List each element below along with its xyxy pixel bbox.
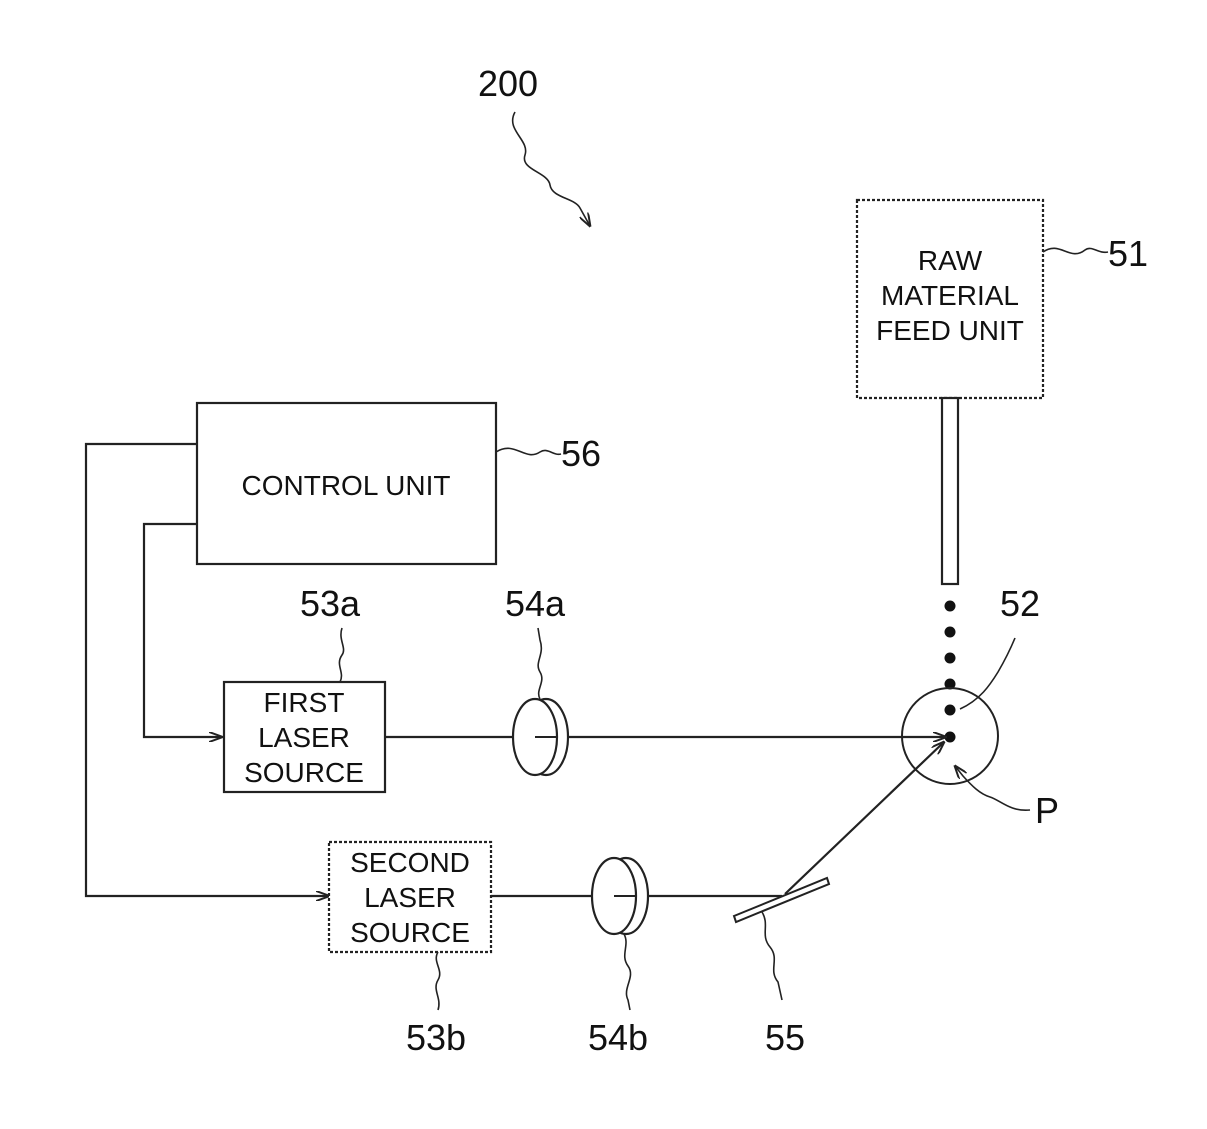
- first-laser-source-line-3: SOURCE: [244, 757, 364, 788]
- first-laser-source-line-2: LASER: [258, 722, 350, 753]
- lens-a-ref: 54a: [505, 583, 566, 624]
- control-unit-label: CONTROL UNIT: [242, 470, 451, 501]
- mirror-leader: [762, 912, 782, 1000]
- control-unit-ref: 56: [561, 433, 601, 474]
- melt-region-ref: 52: [1000, 583, 1040, 624]
- mirror: [734, 878, 829, 922]
- lens-a: [513, 699, 568, 775]
- second-laser-source-line-2: LASER: [364, 882, 456, 913]
- figure-number-label: 200: [478, 63, 538, 104]
- control-unit-leader: [496, 448, 561, 454]
- lens-a-leader: [538, 628, 542, 699]
- material-droplet: [945, 705, 956, 716]
- melt-region-leader: [960, 638, 1015, 709]
- raw-material-feed-unit-line-2: MATERIAL: [881, 280, 1019, 311]
- raw-material-feed-unit-line-3: FEED UNIT: [876, 315, 1024, 346]
- first-laser-source-leader: [339, 628, 343, 682]
- figure-number-leader: [513, 112, 590, 226]
- second-laser-source-leader: [436, 952, 440, 1010]
- reflected-beam-to-point: [785, 742, 944, 894]
- material-droplet: [945, 601, 956, 612]
- point-ref: P: [1035, 790, 1059, 831]
- first-laser-source-ref: 53a: [300, 583, 361, 624]
- material-droplet-at-point: [945, 732, 956, 743]
- first-laser-source-line-1: FIRST: [264, 687, 345, 718]
- second-laser-source-line-3: SOURCE: [350, 917, 470, 948]
- lens-b-leader: [624, 934, 631, 1010]
- lens-b-ref: 54b: [588, 1017, 648, 1058]
- feed-nozzle: [942, 398, 958, 584]
- raw-material-feed-unit-ref: 51: [1108, 233, 1148, 274]
- raw-material-feed-unit-leader: [1043, 248, 1108, 253]
- material-droplet: [945, 627, 956, 638]
- lens-b: [592, 858, 648, 934]
- second-laser-source-ref: 53b: [406, 1017, 466, 1058]
- second-laser-source-line-1: SECOND: [350, 847, 470, 878]
- raw-material-feed-unit-line-1: RAW: [918, 245, 983, 276]
- material-droplet: [945, 653, 956, 664]
- mirror-ref: 55: [765, 1017, 805, 1058]
- point-leader: [955, 766, 1030, 810]
